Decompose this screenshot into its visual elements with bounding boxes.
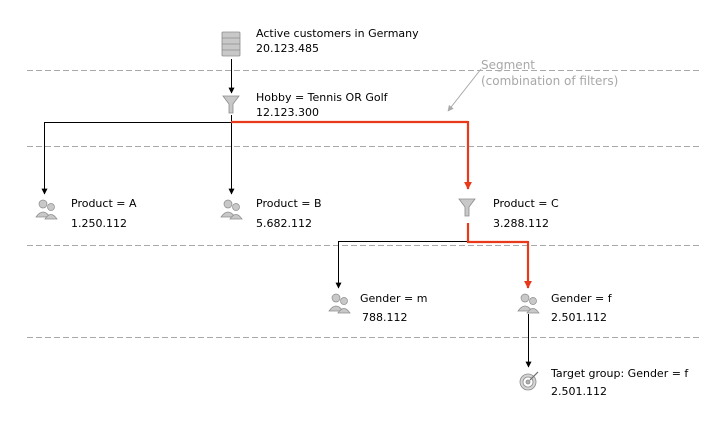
node-product-b-count: 5.682.112 [256, 217, 312, 230]
node-product-a-count: 1.250.112 [71, 217, 127, 230]
segment-annotation-subtitle: (combination of filters) [481, 74, 619, 88]
people-icon [35, 199, 58, 220]
filter-icon [222, 95, 240, 114]
node-product-c-label: Product = C [493, 197, 559, 210]
database-icon [221, 31, 241, 57]
node-hobby-count: 12.123.300 [256, 106, 319, 119]
target-group-icon [519, 371, 539, 391]
people-icon [517, 293, 540, 314]
highlighted-path [231, 120, 532, 289]
segment-annotation-title: Segment [481, 58, 535, 72]
node-root-label: Active customers in Germany [256, 27, 419, 40]
node-gender-m-count: 788.112 [362, 311, 408, 324]
node-root-count: 20.123.485 [256, 42, 319, 55]
filter-icon [458, 198, 476, 217]
annotation-pointer [447, 68, 482, 112]
people-icon [328, 293, 351, 314]
node-target-count: 2.501.112 [551, 385, 607, 398]
level-dividers [27, 70, 700, 338]
node-target-label: Target group: Gender = f [551, 367, 689, 380]
people-icon [220, 199, 243, 220]
node-product-b-label: Product = B [256, 197, 322, 210]
node-hobby-label: Hobby = Tennis OR Golf [256, 91, 388, 104]
tree-edges [41, 59, 532, 368]
node-product-a-label: Product = A [71, 197, 137, 210]
node-gender-f-count: 2.501.112 [551, 311, 607, 324]
node-product-c-count: 3.288.112 [493, 217, 549, 230]
node-gender-m-label: Gender = m [360, 292, 428, 305]
node-gender-f-label: Gender = f [551, 292, 612, 305]
